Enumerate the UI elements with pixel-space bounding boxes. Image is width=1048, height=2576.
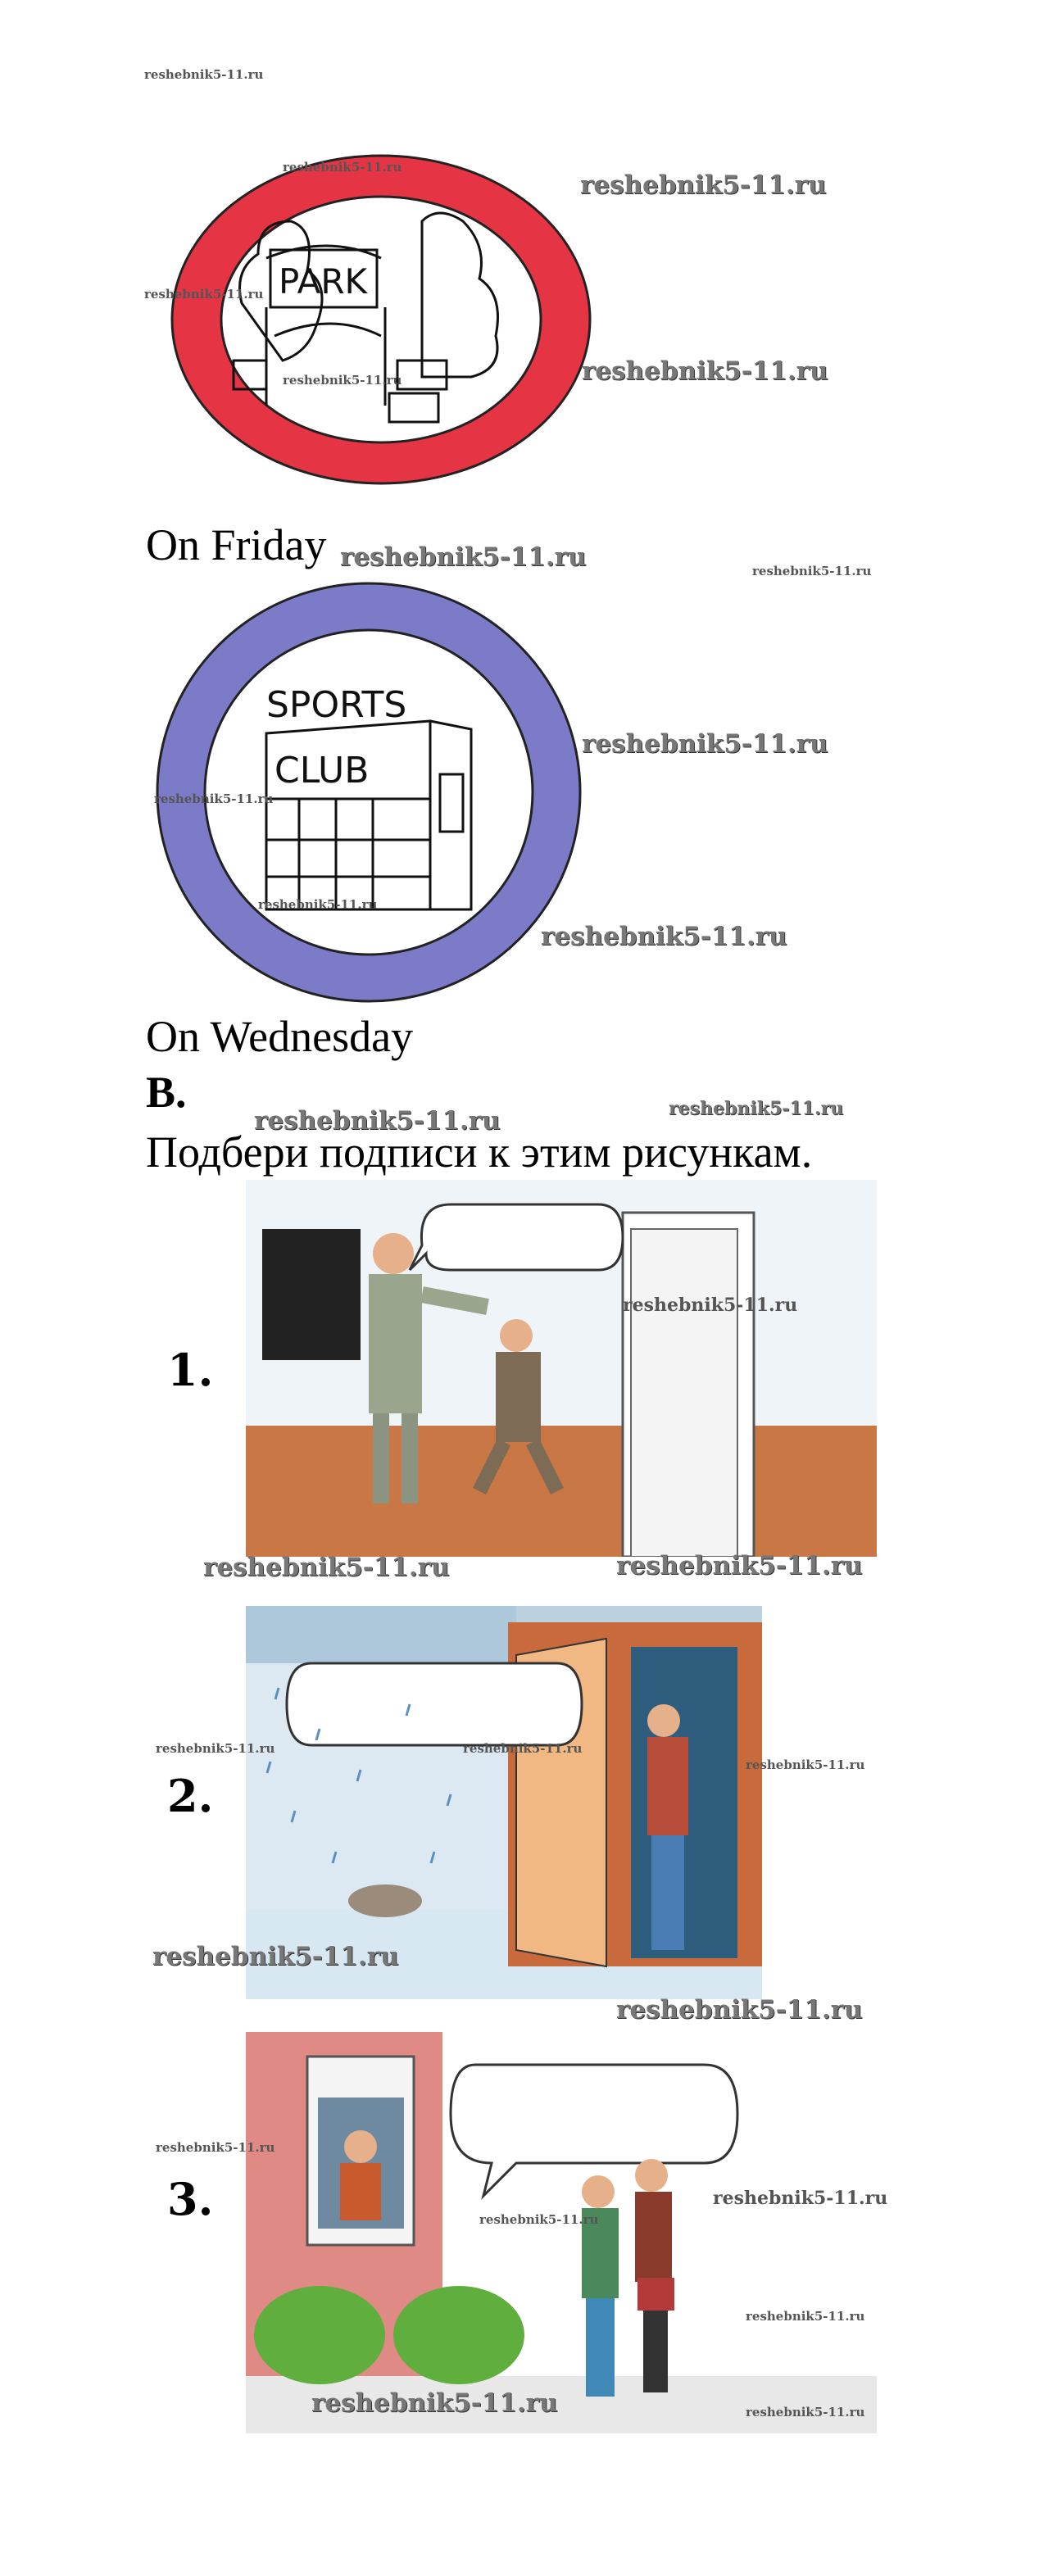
watermark: reshebnik5-11.ru bbox=[258, 897, 378, 912]
watermark: reshebnik5-11.ru bbox=[254, 1106, 501, 1136]
caption-friday: On Friday bbox=[146, 520, 327, 569]
watermark: reshebnik5-11.ru bbox=[463, 1741, 583, 1756]
picture-number: 2. bbox=[167, 1770, 214, 1822]
watermark: reshebnik5-11.ru bbox=[311, 2388, 558, 2418]
park-sign-image: PARK bbox=[170, 154, 592, 485]
watermark: reshebnik5-11.ru bbox=[582, 729, 828, 759]
watermark: reshebnik5-11.ru bbox=[623, 1295, 798, 1316]
watermark: reshebnik5-11.ru bbox=[156, 2140, 275, 2155]
watermark: reshebnik5-11.ru bbox=[152, 1942, 399, 1971]
watermark: reshebnik5-11.ru bbox=[580, 170, 827, 200]
sports-sign-label: SPORTS bbox=[266, 684, 406, 726]
picture-number: 3. bbox=[167, 2173, 214, 2225]
watermark: reshebnik5-11.ru bbox=[616, 1551, 863, 1581]
watermark: reshebnik5-11.ru bbox=[156, 1741, 275, 1756]
picture-number: 1. bbox=[167, 1344, 214, 1396]
watermark: reshebnik5-11.ru bbox=[479, 2212, 599, 2227]
caption-wednesday: On Wednesday bbox=[146, 1012, 414, 1061]
picture-1-teacher-and-boy bbox=[246, 1180, 877, 1557]
picture-3-window-and-friends bbox=[246, 2032, 877, 2433]
watermark: reshebnik5-11.ru bbox=[713, 2188, 888, 2209]
watermark: reshebnik5-11.ru bbox=[746, 2405, 865, 2420]
watermark: reshebnik5-11.ru bbox=[669, 1098, 844, 1119]
watermark: reshebnik5-11.ru bbox=[283, 160, 402, 175]
watermark: reshebnik5-11.ru bbox=[144, 67, 264, 82]
watermark: reshebnik5-11.ru bbox=[746, 1757, 865, 1772]
picture-2-rain-and-cat bbox=[246, 1606, 762, 1999]
instruction-text: Подбери подписи к этим рисункам. bbox=[146, 1127, 813, 1177]
watermark: reshebnik5-11.ru bbox=[616, 1995, 863, 2025]
park-sign-label: PARK bbox=[279, 261, 369, 302]
watermark: reshebnik5-11.ru bbox=[203, 1553, 450, 1582]
watermark: reshebnik5-11.ru bbox=[144, 287, 264, 302]
sports-club-sign-image: SPORTS CLUB bbox=[156, 582, 582, 1003]
watermark: reshebnik5-11.ru bbox=[541, 922, 787, 951]
watermark: reshebnik5-11.ru bbox=[746, 2309, 865, 2324]
watermark: reshebnik5-11.ru bbox=[340, 542, 587, 572]
watermark: reshebnik5-11.ru bbox=[154, 791, 274, 806]
watermark: reshebnik5-11.ru bbox=[582, 356, 828, 386]
watermark: reshebnik5-11.ru bbox=[283, 373, 402, 388]
watermark: reshebnik5-11.ru bbox=[752, 564, 872, 578]
section-b-heading: B. bbox=[146, 1068, 187, 1117]
club-sign-label: CLUB bbox=[274, 750, 369, 791]
